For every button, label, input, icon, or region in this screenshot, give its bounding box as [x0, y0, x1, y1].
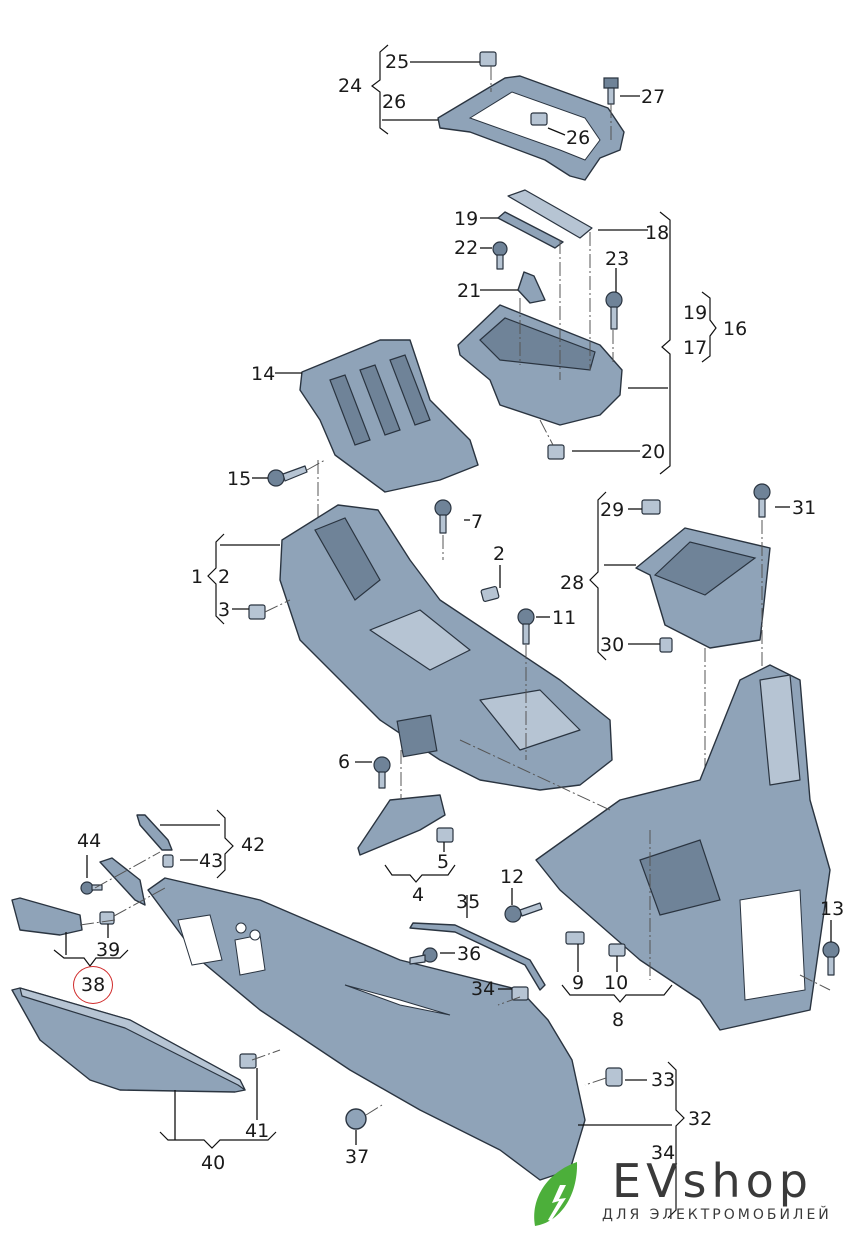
part-screw-36 — [409, 947, 438, 965]
part-clip-25 — [479, 51, 497, 67]
callout-26[interactable]: 26 — [382, 91, 407, 113]
callout-16[interactable]: 16 — [723, 318, 748, 340]
callout-34-set[interactable]: 34 — [651, 1142, 676, 1164]
part-console-1 — [279, 504, 613, 791]
part-screw-15 — [267, 465, 308, 487]
part-screw-31 — [753, 483, 771, 518]
callout-18[interactable]: 18 — [645, 222, 670, 244]
callout-21[interactable]: 21 — [457, 280, 482, 302]
callout-28[interactable]: 28 — [560, 572, 585, 594]
logo-subtitle: ДЛЯ ЭЛЕКТРОМОБИЛЕЙ — [602, 1207, 832, 1223]
part-clip-33 — [605, 1067, 623, 1087]
callout-12[interactable]: 12 — [500, 866, 525, 888]
callout-41[interactable]: 41 — [245, 1120, 270, 1142]
callout-43[interactable]: 43 — [199, 850, 224, 872]
callout-7[interactable]: 7 — [471, 511, 484, 533]
callout-20[interactable]: 20 — [641, 441, 666, 463]
part-side-panel-32 — [147, 877, 586, 1181]
callout-32[interactable]: 32 — [688, 1108, 713, 1130]
callout-9[interactable]: 9 — [572, 972, 585, 994]
part-plug-37 — [345, 1108, 367, 1130]
part-screw-22 — [492, 241, 508, 270]
part-trim-38 — [11, 857, 146, 936]
part-bracket-4 — [357, 794, 446, 856]
callout-15[interactable]: 15 — [227, 468, 252, 490]
part-cover-40 — [11, 987, 246, 1093]
part-bracket-42 — [136, 814, 173, 851]
callout-25[interactable]: 25 — [385, 51, 410, 73]
callout-6[interactable]: 6 — [338, 751, 351, 773]
part-clip-30 — [659, 637, 673, 653]
callout-23[interactable]: 23 — [605, 248, 630, 270]
callout-4[interactable]: 4 — [412, 884, 425, 906]
part-strip-35 — [409, 922, 546, 991]
callout-38[interactable]: 38 — [81, 974, 106, 996]
callout-22[interactable]: 22 — [454, 237, 479, 259]
callout-29[interactable]: 29 — [600, 499, 625, 521]
callout-35[interactable]: 35 — [456, 891, 481, 913]
callout-26-clip[interactable]: 26 — [566, 127, 591, 149]
callout-11[interactable]: 11 — [552, 607, 577, 629]
part-screw-7 — [434, 499, 452, 534]
part-clip-3 — [248, 604, 266, 620]
callout-37[interactable]: 37 — [345, 1146, 370, 1168]
callout-17[interactable]: 17 — [683, 337, 708, 359]
part-clip-26 — [530, 112, 548, 126]
callout-8[interactable]: 8 — [612, 1009, 625, 1031]
part-clip-20 — [547, 444, 565, 460]
callout-34[interactable]: 34 — [471, 978, 496, 1000]
part-bin-28 — [635, 527, 771, 649]
callout-42[interactable]: 42 — [241, 834, 266, 856]
part-screw-13 — [822, 941, 840, 976]
part-screw-23 — [605, 291, 623, 330]
callout-24[interactable]: 24 — [338, 75, 363, 97]
logo-leaf-icon — [534, 1162, 578, 1226]
callout-39[interactable]: 39 — [96, 939, 121, 961]
part-clip-2 — [480, 585, 500, 603]
part-screw-6 — [373, 756, 391, 789]
callout-10[interactable]: 10 — [604, 972, 629, 994]
highlight-circle — [73, 966, 113, 1004]
callout-1[interactable]: 1 — [191, 566, 204, 588]
callout-30[interactable]: 30 — [600, 634, 625, 656]
part-frame-8 — [535, 664, 831, 1031]
part-bracket-21 — [517, 271, 546, 304]
part-clip-41 — [239, 1053, 257, 1069]
callout-31[interactable]: 31 — [792, 497, 817, 519]
callout-2-clip[interactable]: 2 — [493, 543, 506, 565]
part-lid-18 — [507, 189, 593, 239]
callout-14[interactable]: 14 — [251, 363, 276, 385]
callout-44[interactable]: 44 — [77, 830, 102, 852]
logo-title: EVshop — [612, 1154, 813, 1208]
part-bracket-14 — [299, 339, 479, 493]
callout-19-set[interactable]: 19 — [683, 302, 708, 324]
part-screw-12 — [504, 902, 543, 923]
part-screw-44 — [80, 881, 103, 895]
callout-33[interactable]: 33 — [651, 1069, 676, 1091]
part-tray-17 — [457, 304, 623, 426]
part-screw-27 — [603, 77, 619, 105]
part-trim-19 — [497, 211, 564, 249]
callout-40[interactable]: 40 — [201, 1152, 226, 1174]
part-clip-5 — [436, 827, 454, 843]
callout-3[interactable]: 3 — [218, 599, 231, 621]
callout-13[interactable]: 13 — [820, 898, 845, 920]
callout-5[interactable]: 5 — [437, 851, 450, 873]
part-clip-43 — [162, 854, 174, 868]
callout-27[interactable]: 27 — [641, 86, 666, 108]
callout-19[interactable]: 19 — [454, 208, 479, 230]
part-screw-11 — [517, 608, 535, 645]
part-clip-29 — [641, 499, 661, 515]
part-clip-10 — [608, 943, 626, 957]
callout-36[interactable]: 36 — [457, 943, 482, 965]
callout-2-housing[interactable]: 2 — [218, 566, 231, 588]
part-clip-34 — [511, 986, 529, 1001]
part-frame-24 — [437, 75, 625, 181]
part-clip-9 — [565, 931, 585, 945]
